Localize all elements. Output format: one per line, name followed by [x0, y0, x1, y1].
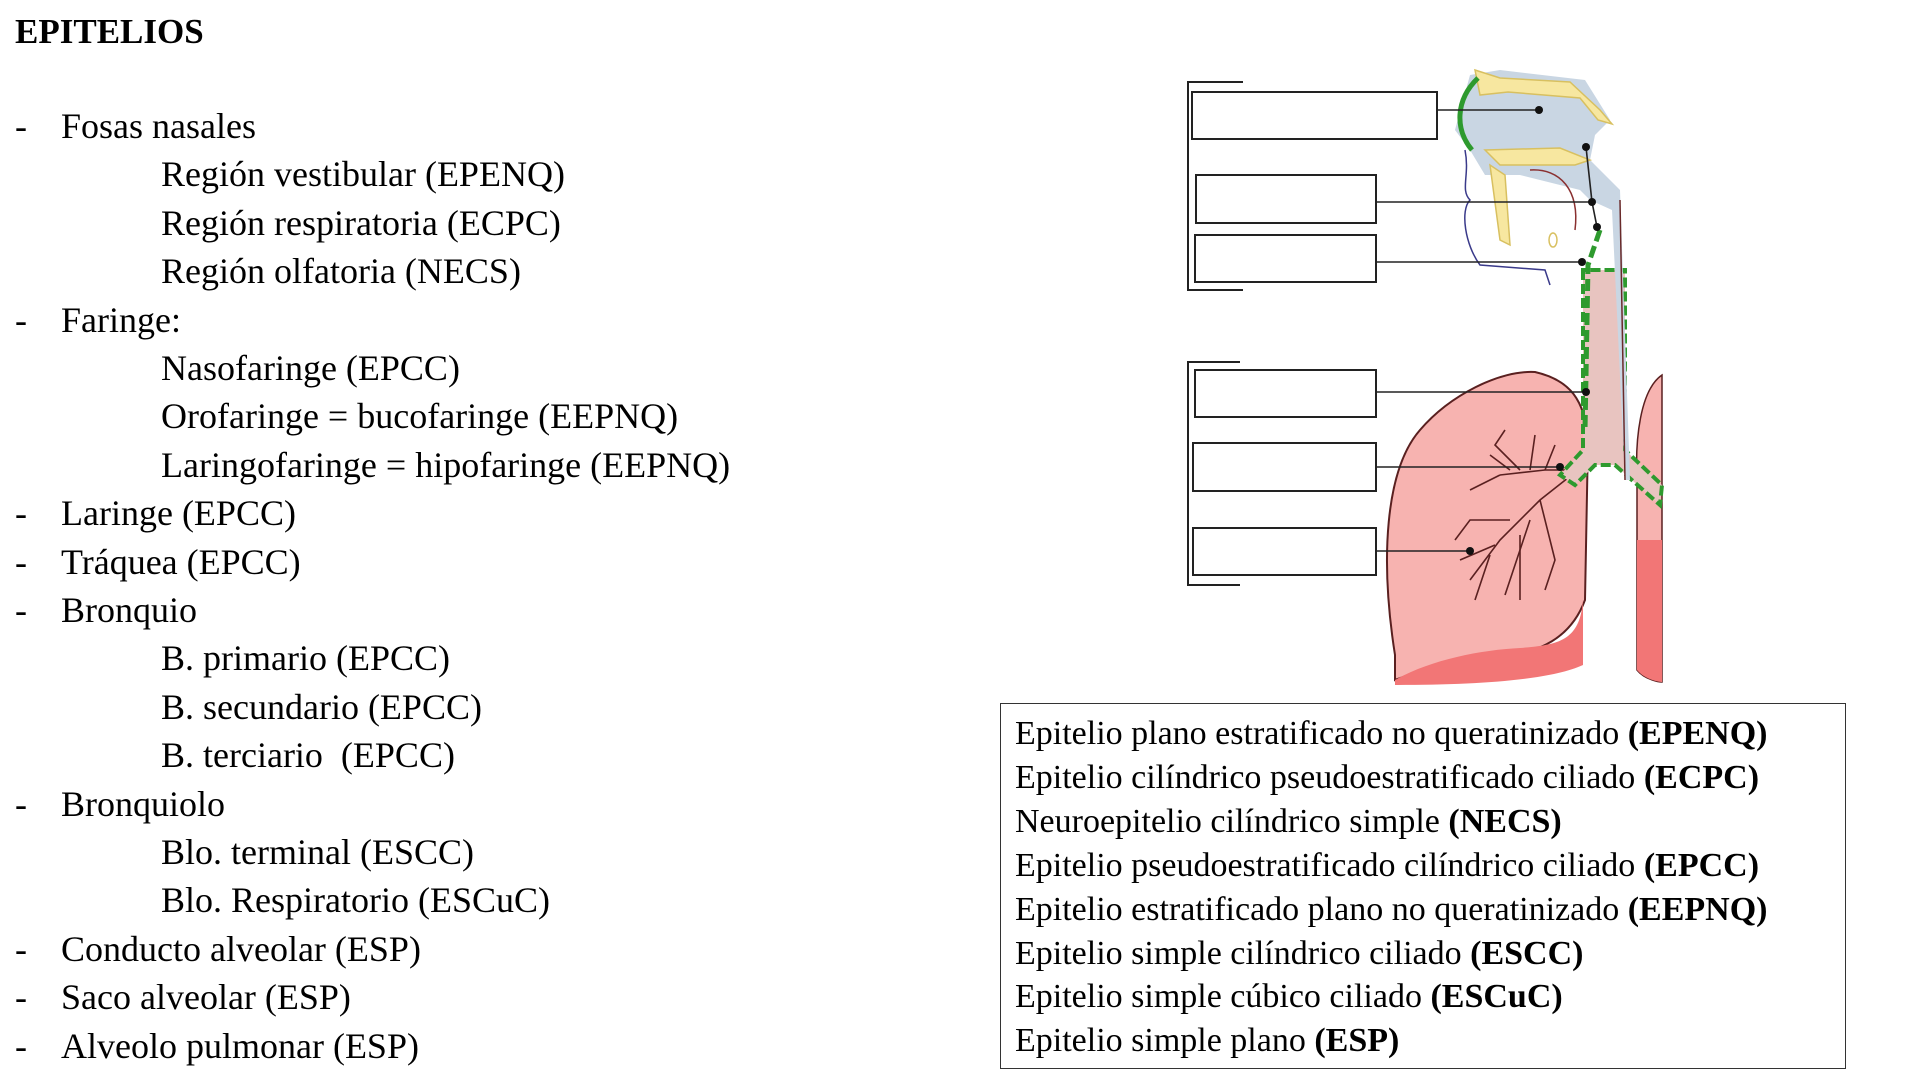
legend-abbreviation: (ESCuC): [1430, 978, 1563, 1016]
legend-entry: Epitelio simple cilíndrico ciliado (ESCC…: [1015, 932, 1583, 976]
outline-subitem: Blo. terminal (ESCC): [161, 832, 474, 872]
legend-entry: Epitelio simple cúbico ciliado (ESCuC): [1015, 975, 1563, 1019]
legend-description: Epitelio simple cúbico ciliado: [1015, 978, 1431, 1016]
bullet-dash: -: [15, 977, 27, 1018]
outline-item: Alveolo pulmonar (ESP): [61, 1025, 419, 1066]
legend-abbreviation: (NECS): [1448, 802, 1562, 840]
legend-abbreviation: (ECPC): [1643, 758, 1760, 796]
legend-description: Epitelio plano estratificado no queratin…: [1015, 715, 1628, 752]
outline-subitem: Orofaringe = bucofaringe (EEPNQ): [161, 396, 679, 437]
legend-description: Epitelio cilíndrico pseudoestratificado …: [1015, 758, 1644, 796]
legend-abbreviation: (ESP): [1314, 1022, 1400, 1060]
outline-subitem: Blo. Respiratorio (ESCuC): [161, 880, 550, 921]
legend-entry: Epitelio cilíndrico pseudoestratificado …: [1015, 756, 1759, 800]
outline-item: Faringe:: [61, 299, 181, 340]
head-section-icon: [1455, 68, 1630, 481]
upper-bracket: [1187, 81, 1243, 291]
outline-item: Fosas nasales: [61, 106, 256, 146]
bullet-dash: -: [15, 1025, 27, 1066]
outline-subitem: B. secundario (EPCC): [161, 686, 482, 727]
bullet-dash: -: [15, 106, 27, 146]
bullet-dash: -: [15, 541, 27, 582]
lung-right-icon: [1635, 373, 1663, 683]
outline-item: Bronquiolo: [61, 783, 226, 824]
bronchial-tree-icon: [1454, 429, 1579, 601]
outline-subitem: Región vestibular (EPENQ): [161, 154, 565, 195]
label-box-3: [1194, 234, 1377, 283]
label-box-1: [1191, 91, 1438, 140]
legend-entry: Epitelio simple plano (ESP): [1015, 1019, 1399, 1063]
outline-item: Saco alveolar (ESP): [61, 977, 351, 1018]
bullet-dash: -: [15, 783, 27, 824]
legend-box: Epitelio plano estratificado no queratin…: [1000, 703, 1846, 1069]
bullet-dash: -: [15, 493, 27, 534]
pointer-dots: [1466, 106, 1601, 555]
outline-subitem: B. primario (EPCC): [161, 638, 450, 679]
respiratory-tract-diagram: [1187, 68, 1665, 685]
outline-item: Tráquea (EPCC): [61, 541, 301, 582]
legend-abbreviation: (EPCC): [1643, 846, 1760, 884]
label-boxes: [1191, 91, 1438, 576]
outline-subitem: Región olfatoria (NECS): [161, 251, 521, 292]
label-box-6: [1192, 527, 1377, 576]
legend-abbreviation: (ESCC): [1470, 934, 1584, 972]
legend-entry: Epitelio pseudoestratificado cilíndrico …: [1015, 844, 1759, 888]
outline-subitem: Nasofaringe (EPCC): [161, 348, 460, 388]
outline-item: Bronquio: [61, 590, 198, 630]
legend-description: Neuroepitelio cilíndrico simple: [1015, 802, 1449, 840]
label-box-4: [1194, 369, 1377, 418]
legend-entry: Epitelio plano estratificado no queratin…: [1015, 712, 1768, 756]
bullet-dash: -: [15, 299, 27, 340]
label-box-5: [1192, 442, 1377, 492]
outline-item: Conducto alveolar (ESP): [61, 928, 421, 969]
legend-entry: Epitelio estratificado plano no queratin…: [1015, 888, 1768, 932]
legend-abbreviation: (EPENQ): [1627, 715, 1768, 752]
lower-bracket: [1187, 361, 1240, 586]
bullet-dash: -: [15, 590, 27, 630]
legend-entry: Neuroepitelio cilíndrico simple (NECS): [1015, 800, 1562, 844]
legend-description: Epitelio pseudoestratificado cilíndrico …: [1015, 846, 1644, 884]
outline-item: Laringe (EPCC): [61, 493, 296, 534]
label-box-2: [1195, 174, 1377, 224]
outline-subitem: B. terciario (EPCC): [161, 735, 455, 776]
lung-left-icon: [1386, 370, 1590, 685]
legend-abbreviation: (EEPNQ): [1627, 890, 1768, 928]
legend-description: Epitelio simple plano: [1015, 1022, 1315, 1060]
legend-description: Epitelio simple cilíndrico ciliado: [1015, 934, 1471, 972]
trachea-icon: [1556, 268, 1665, 510]
outline-subitem: Región respiratoria (ECPC): [161, 202, 561, 243]
page-title: EPITELIOS: [15, 12, 204, 51]
bullet-dash: -: [15, 928, 27, 969]
leader-lines: [1376, 109, 1598, 552]
outline-subitem: Laringofaringe = hipofaringe (EEPNQ): [161, 444, 731, 485]
legend-description: Epitelio estratificado plano no queratin…: [1015, 890, 1628, 928]
